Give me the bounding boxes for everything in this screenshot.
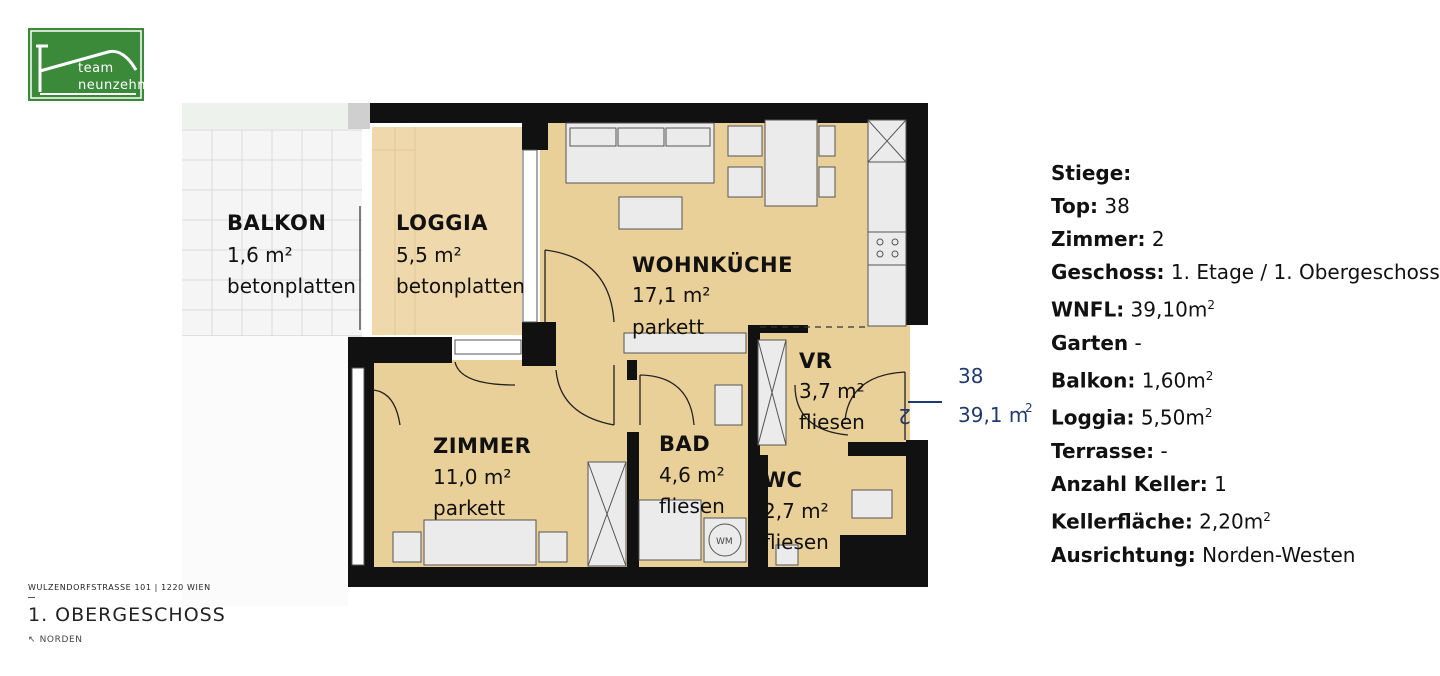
bed bbox=[392, 519, 568, 566]
wc-fixtures bbox=[775, 489, 893, 566]
info-row-top: Top: 38 bbox=[1051, 194, 1130, 218]
info-row-kellerflaeche: Kellerfläche: 2,20m2 bbox=[1051, 509, 1271, 534]
room-label-wohnkueche: WOHNKÜCHE 17,1 m² parkett bbox=[632, 252, 793, 339]
kitchen-counter bbox=[867, 119, 907, 327]
door-number: 2 bbox=[898, 404, 911, 428]
svg-text:BAD: BAD bbox=[659, 432, 710, 456]
svg-text:fliesen: fliesen bbox=[659, 494, 725, 518]
info-row-garten: Garten - bbox=[1051, 330, 1142, 355]
svg-text:BALKON: BALKON bbox=[227, 211, 326, 235]
footer-floor-title: 1. OBERGESCHOSS bbox=[28, 604, 226, 626]
balcony-area bbox=[182, 103, 370, 337]
svg-text:3,7 m²: 3,7 m² bbox=[799, 379, 865, 403]
svg-text:VR: VR bbox=[799, 349, 832, 373]
info-row-anzahl-keller: Anzahl Keller: 1 bbox=[1051, 471, 1227, 496]
coffee-table bbox=[618, 196, 683, 230]
svg-text:fliesen: fliesen bbox=[799, 410, 865, 434]
hall-wardrobe bbox=[757, 339, 787, 446]
zimmer-wardrobe bbox=[587, 461, 627, 567]
apartment-info-panel: Stiege: Top: 38 Zimmer: 2 Geschoss: 1. E… bbox=[1051, 157, 1440, 572]
svg-text:betonplatten: betonplatten bbox=[227, 274, 356, 298]
svg-text:WOHNKÜCHE: WOHNKÜCHE bbox=[632, 252, 793, 277]
room-label-balkon: BALKON 1,6 m² betonplatten bbox=[227, 211, 356, 298]
svg-text:1,6 m²: 1,6 m² bbox=[227, 243, 293, 267]
svg-text:WC: WC bbox=[763, 468, 803, 492]
washing-machine-label: WM bbox=[716, 537, 733, 547]
unit-label: 38 39,1 m 2 bbox=[958, 364, 1033, 427]
svg-text:ZIMMER: ZIMMER bbox=[433, 434, 531, 458]
dining-set bbox=[727, 119, 836, 207]
bath-fixtures bbox=[638, 384, 747, 563]
room-label-wc: WC 2,7 m² fliesen bbox=[763, 468, 829, 554]
windows bbox=[351, 149, 538, 566]
footer-address: WULZENDORFSTRASSE 101 | 1220 WIEN bbox=[28, 583, 211, 592]
info-row-terrasse: Terrasse: - bbox=[1051, 438, 1168, 463]
lower-terrace-area bbox=[182, 336, 348, 606]
room-label-zimmer: ZIMMER 11,0 m² parkett bbox=[433, 434, 531, 520]
svg-text:5,5 m²: 5,5 m² bbox=[396, 243, 462, 267]
footer-divider bbox=[28, 597, 35, 598]
room-label-bad: BAD 4,6 m² fliesen bbox=[659, 432, 725, 518]
team-neunzehn-logo: team neunzehn bbox=[28, 28, 147, 101]
room-label-vr: VR 3,7 m² fliesen bbox=[799, 349, 865, 434]
radiator bbox=[623, 332, 747, 354]
svg-text:17,1 m²: 17,1 m² bbox=[632, 283, 710, 307]
info-row-ausrichtung: Ausrichtung: Norden-Westen bbox=[1051, 542, 1356, 567]
svg-text:parkett: parkett bbox=[632, 315, 704, 339]
svg-text:fliesen: fliesen bbox=[763, 530, 829, 554]
svg-text:parkett: parkett bbox=[433, 496, 505, 520]
door-swings bbox=[372, 249, 906, 440]
room-label-loggia: LOGGIA 5,5 m² betonplatten bbox=[396, 211, 525, 298]
svg-text:11,0 m²: 11,0 m² bbox=[433, 465, 511, 489]
unit-area: 39,1 m bbox=[958, 403, 1028, 427]
logo-roof-icon bbox=[30, 30, 142, 99]
info-row-zimmer: Zimmer: 2 bbox=[1051, 227, 1165, 251]
svg-text:2,7 m²: 2,7 m² bbox=[763, 499, 829, 523]
svg-text:4,6 m²: 4,6 m² bbox=[659, 463, 725, 487]
logo-text-team: team bbox=[78, 61, 114, 76]
info-row-wnfl: WNFL: 39,10m2 bbox=[1051, 297, 1215, 322]
logo-text-neunzehn: neunzehn bbox=[78, 78, 147, 93]
unit-area-sup: 2 bbox=[1025, 401, 1033, 415]
info-row-stiege: Stiege: bbox=[1051, 161, 1132, 185]
svg-text:betonplatten: betonplatten bbox=[396, 274, 525, 298]
loggia-floor bbox=[372, 127, 522, 335]
sofa bbox=[565, 122, 715, 184]
svg-text:LOGGIA: LOGGIA bbox=[396, 211, 488, 235]
footer-north-indicator: ↖ NORDEN bbox=[28, 635, 83, 645]
unit-number: 38 bbox=[958, 364, 983, 388]
info-row-loggia: Loggia: 5,50m2 bbox=[1051, 405, 1213, 430]
info-row-balkon: Balkon: 1,60m2 bbox=[1051, 368, 1214, 393]
info-row-geschoss: Geschoss: 1. Etage / 1. Obergeschoss bbox=[1051, 260, 1440, 284]
